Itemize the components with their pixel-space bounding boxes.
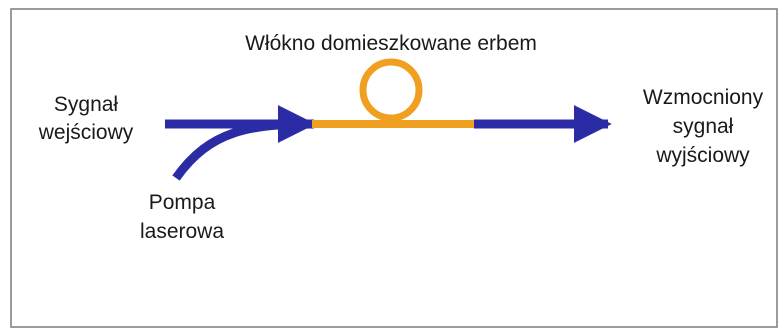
erbium-fiber-loop bbox=[359, 58, 423, 122]
output-signal-label-line3: wyjściowy bbox=[655, 144, 750, 167]
pump-label-line2: laserowa bbox=[140, 220, 224, 243]
diagram-frame bbox=[10, 8, 778, 328]
input-signal-label-line2: wejściowy bbox=[38, 121, 134, 144]
output-signal-label-line1: Wzmocniony bbox=[643, 86, 764, 109]
input-signal-label-line1: Sygnał bbox=[54, 93, 119, 116]
pump-label-line1: Pompa bbox=[149, 191, 216, 214]
fiber-title-label: Włókno domieszkowane erbem bbox=[245, 32, 537, 55]
pump-laser-curve bbox=[172, 119, 315, 181]
output-signal-label-line2: sygnał bbox=[673, 115, 734, 138]
